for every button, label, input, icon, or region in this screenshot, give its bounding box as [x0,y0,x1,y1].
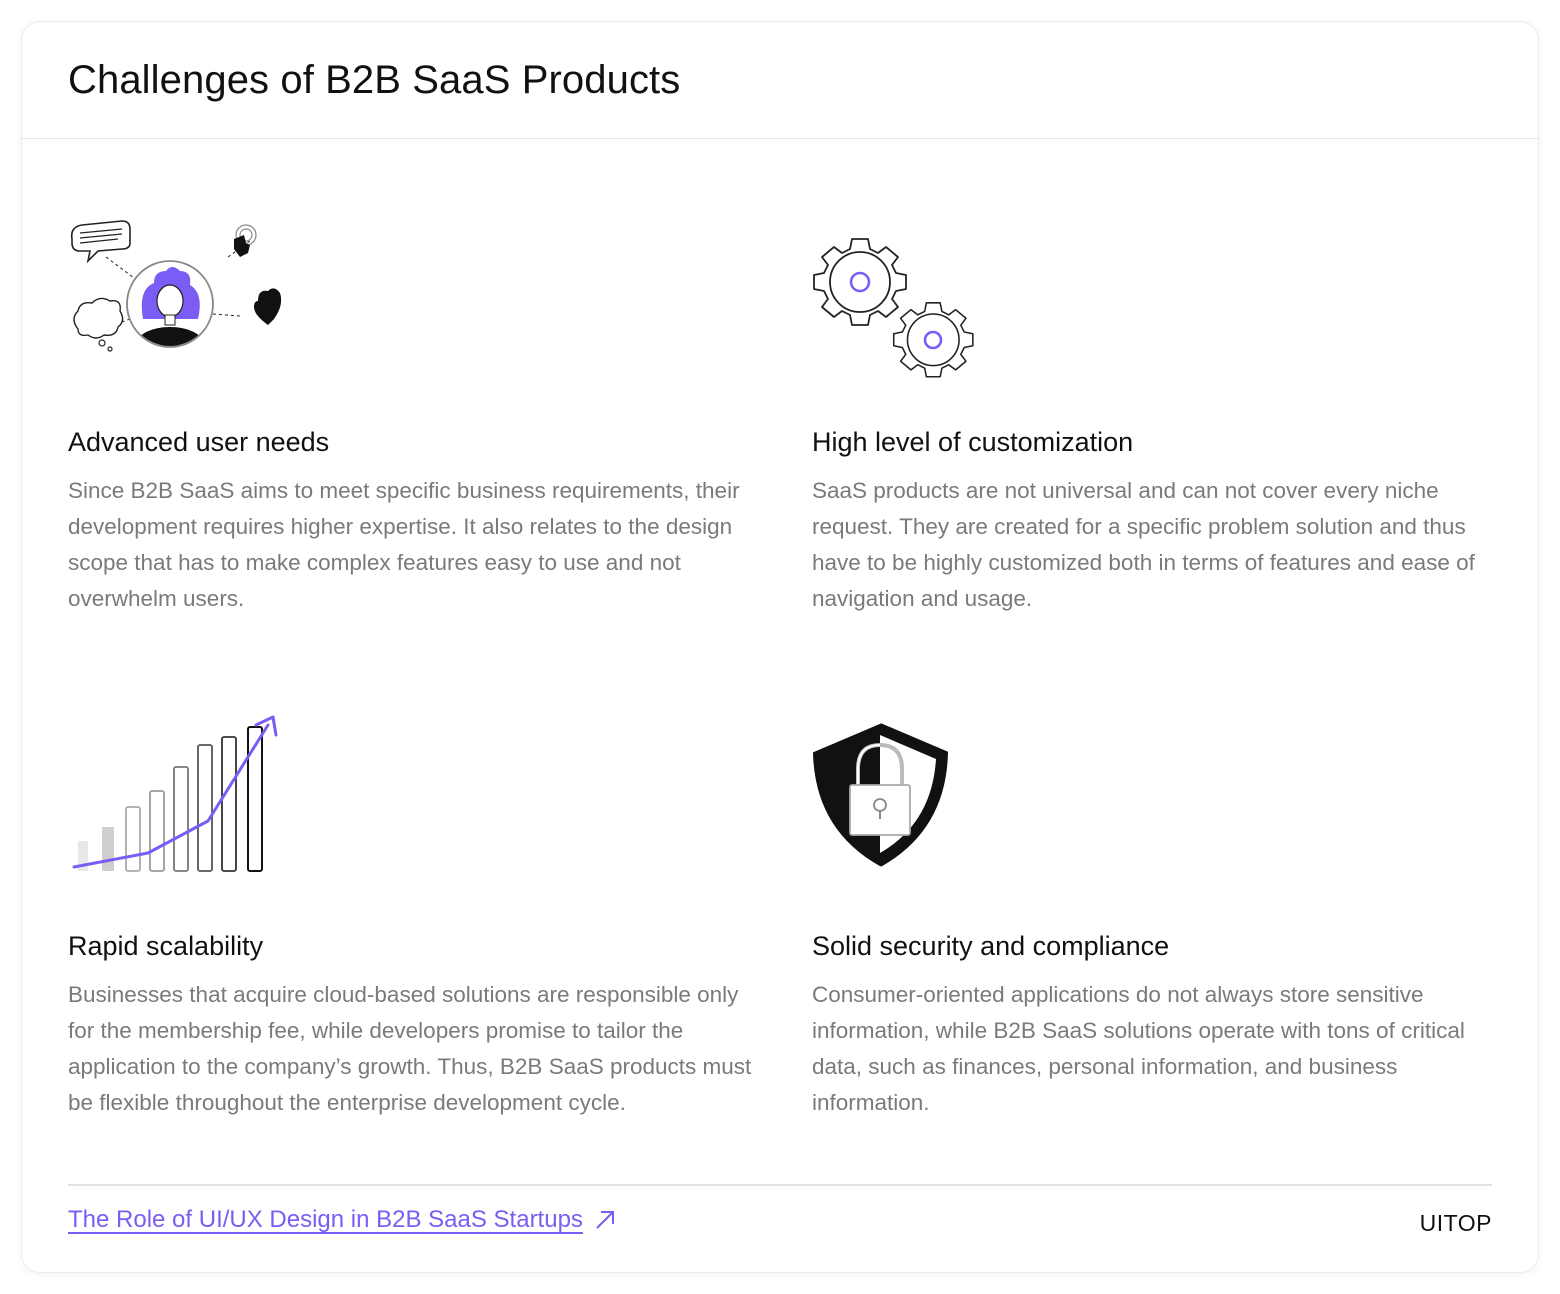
related-article-label: The Role of UI/UX Design in B2B SaaS Sta… [68,1206,583,1233]
challenge-title: High level of customization [812,427,1134,457]
challenge-title: Solid security and compliance [812,931,1170,961]
challenges-card: Challenges of B2B SaaS Products [22,22,1538,1272]
card-header: Challenges of B2B SaaS Products [22,22,1538,139]
related-article-link[interactable]: The Role of UI/UX Design in B2B SaaS Sta… [68,1206,617,1234]
challenge-description: SaaS products are not universal and can … [812,478,1475,611]
footer-divider [68,1184,1492,1186]
shield-lock-icon [812,723,949,867]
brand-logo: UITOP [1419,1210,1492,1236]
challenge-title: Rapid scalability [68,931,264,961]
user-needs-icon [70,220,282,352]
growth-chart-icon [72,715,278,872]
arrow-up-right-icon [596,1211,614,1229]
challenge-description: Consumer-oriented applications do not al… [812,982,1465,1115]
challenge-description: Businesses that acquire cloud-based solu… [68,982,752,1115]
page-title: Challenges of B2B SaaS Products [68,57,681,102]
gears-icon [813,238,974,378]
challenge-description: Since B2B SaaS aims to meet specific bus… [68,478,740,611]
challenge-title: Advanced user needs [68,427,330,457]
